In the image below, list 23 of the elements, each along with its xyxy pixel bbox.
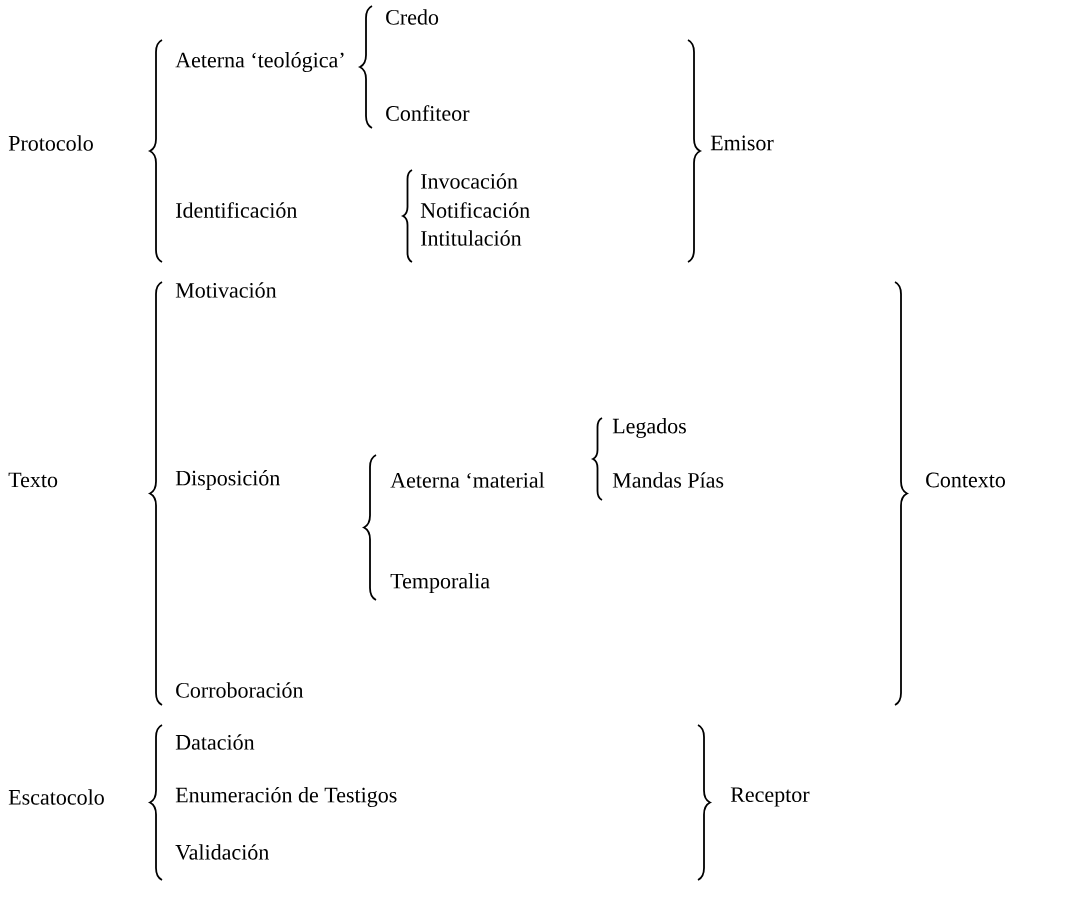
label: Invocación: [421, 173, 518, 189]
label: Receptor: [730, 787, 810, 807]
label: Disposición: [175, 470, 280, 490]
label: Emisor: [710, 135, 774, 151]
label: Mandas Pías: [612, 472, 724, 488]
label: Datación: [175, 734, 255, 750]
label: Intitulación: [421, 230, 522, 246]
label: Escatocolo: [8, 789, 104, 805]
label: Aeterna ‘material: [390, 472, 545, 488]
label: Motivación: [175, 282, 277, 298]
label: Notificación: [420, 202, 530, 218]
label: Contexto: [926, 472, 1006, 488]
label: Credo: [386, 9, 439, 25]
label: Protocolo: [8, 135, 93, 151]
label: Validación: [175, 844, 269, 860]
label: Corroboración: [176, 682, 304, 698]
label: Legados: [612, 418, 686, 438]
label: Enumeración de Testigos: [175, 786, 397, 807]
label: Texto: [8, 472, 58, 488]
label: Temporalia: [390, 573, 490, 593]
label: Aeterna ‘teológica’: [175, 51, 344, 73]
label: Confiteor: [386, 105, 470, 121]
label: Identificación: [176, 202, 298, 218]
